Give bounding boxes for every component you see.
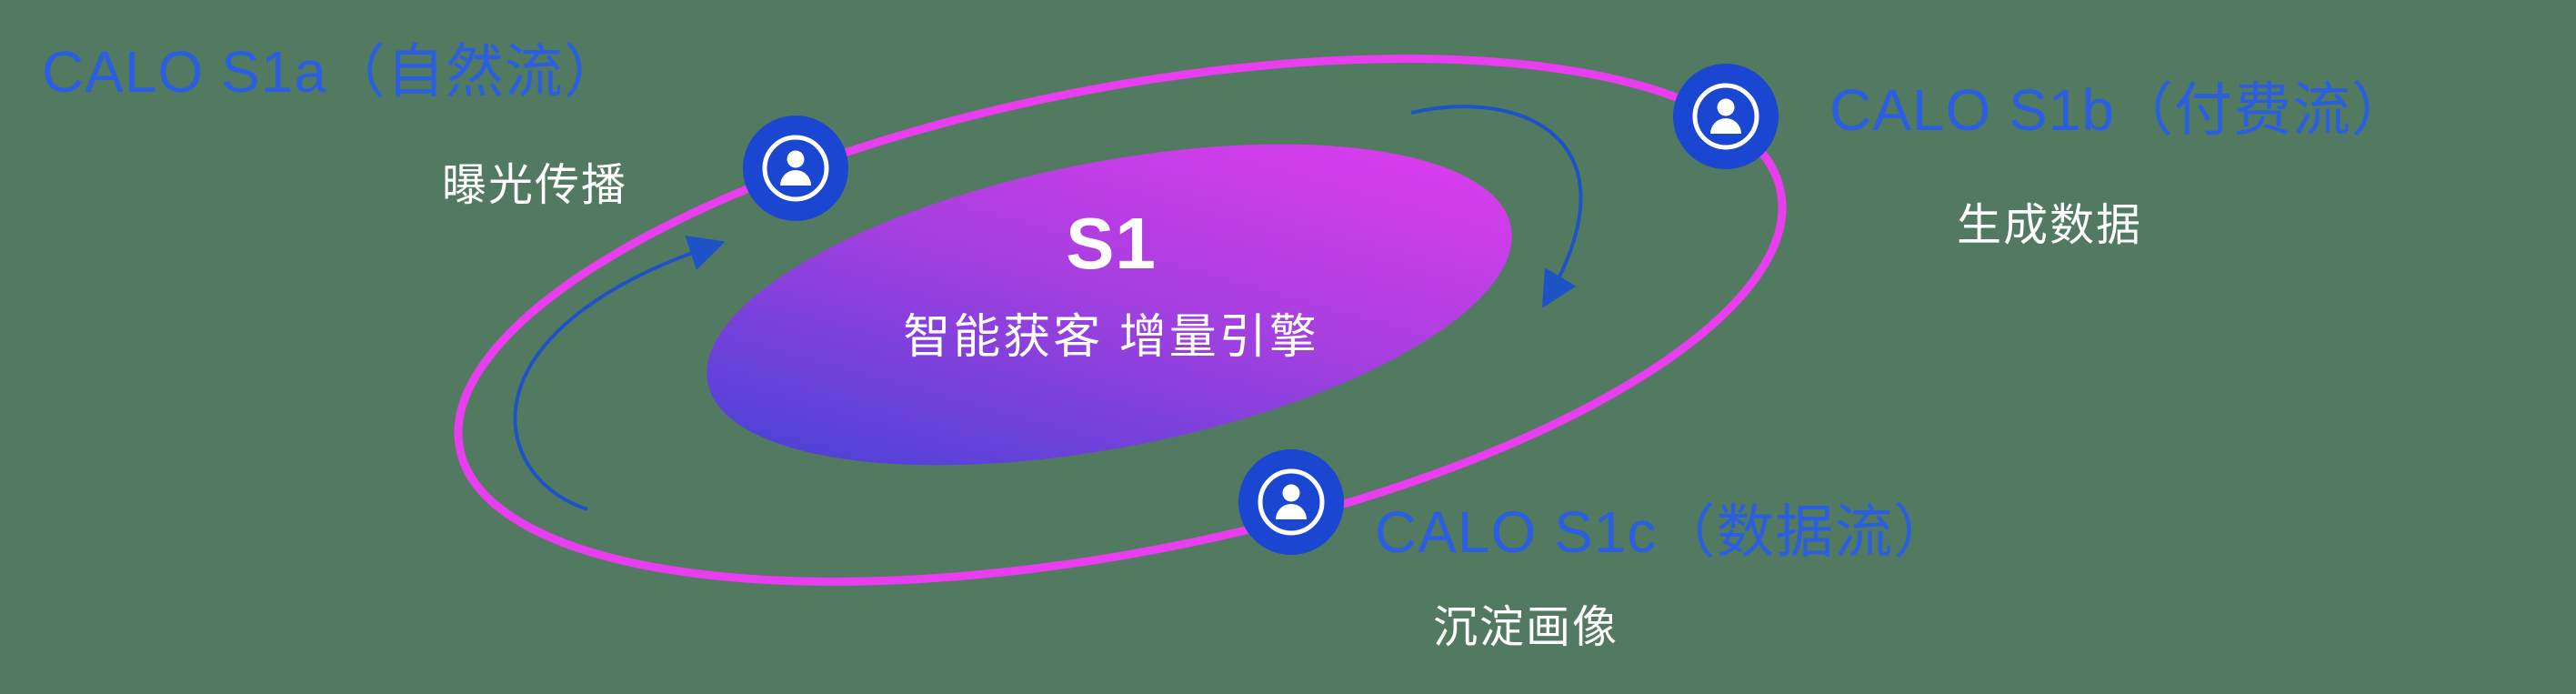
core-title: S1 bbox=[1066, 203, 1157, 284]
core-text-block: S1 智能获客 增量引擎 bbox=[838, 202, 1384, 367]
node-s1b bbox=[1673, 64, 1779, 169]
flow-arrow-right bbox=[1410, 105, 1583, 308]
node-circle-s1b bbox=[1673, 64, 1779, 169]
node-s1c bbox=[1238, 449, 1344, 555]
node-s1a bbox=[743, 116, 848, 221]
orbit-ring bbox=[454, 55, 1787, 586]
node-label-s1a: CALO S1a（自然流） bbox=[42, 39, 623, 105]
node-circle-s1c bbox=[1238, 449, 1344, 555]
node-label-s1c: CALO S1c（数据流） bbox=[1375, 499, 1953, 565]
node-sublabel-s1a: 曝光传播 bbox=[442, 161, 628, 210]
person-icon bbox=[1692, 83, 1759, 150]
node-circle-s1a bbox=[743, 116, 848, 221]
flow-arrow-left bbox=[513, 236, 726, 511]
person-icon bbox=[762, 135, 829, 202]
node-label-s1b: CALO S1b（付费流） bbox=[1829, 77, 2411, 143]
core-ellipse bbox=[707, 144, 1512, 466]
node-sublabel-s1c: 沉淀画像 bbox=[1433, 603, 1619, 652]
node-sublabel-s1b: 生成数据 bbox=[1957, 201, 2143, 250]
person-icon bbox=[1258, 468, 1325, 536]
core-subtitle: 智能获客 增量引擎 bbox=[903, 311, 1319, 364]
